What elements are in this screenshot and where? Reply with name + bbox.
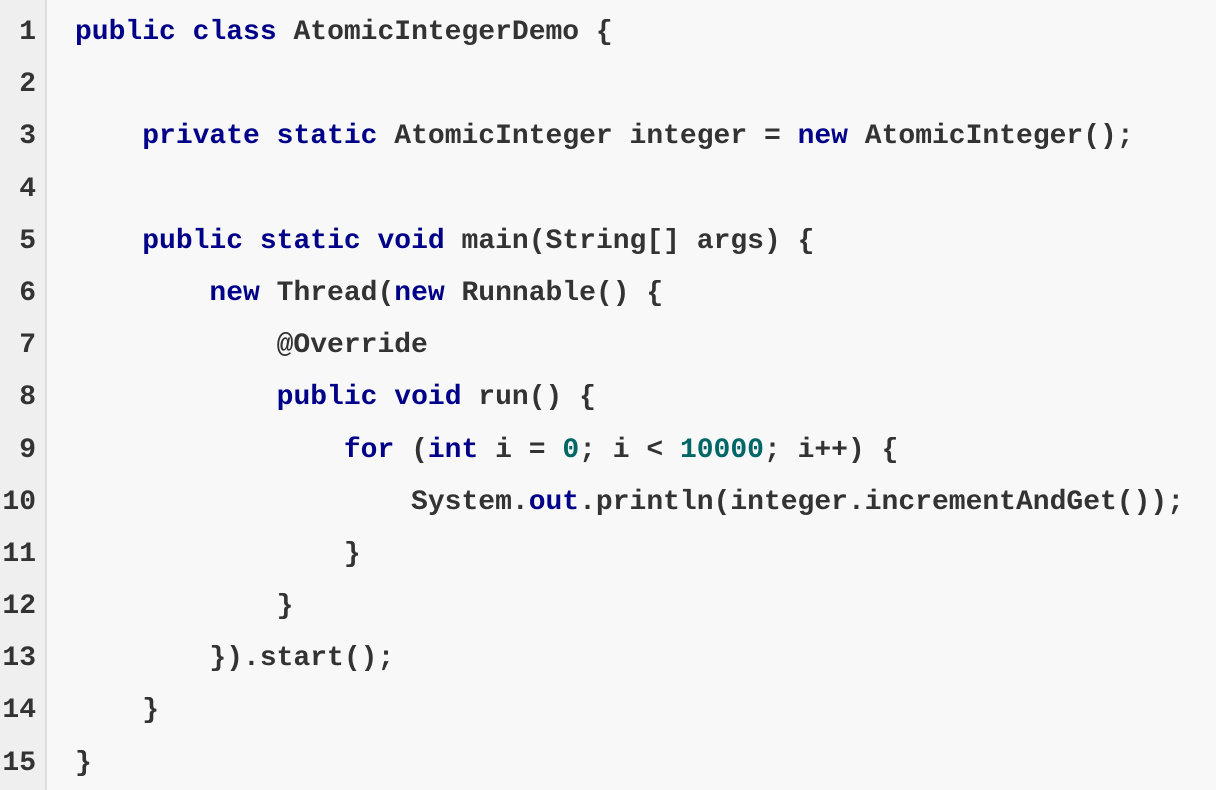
code-line: 15} <box>0 738 1216 790</box>
code-line: 2 <box>0 59 1216 111</box>
code-text: } <box>47 738 1216 790</box>
plain-token: Runnable() { <box>444 277 664 309</box>
plain-token: ; i < <box>579 434 680 466</box>
plain-token <box>176 17 193 48</box>
plain-token: AtomicInteger(); <box>847 121 1134 153</box>
code-line: 8 public void run() { <box>0 372 1216 424</box>
plain-token: run() { <box>461 382 596 414</box>
line-number: 4 <box>19 173 36 205</box>
plain-token <box>75 435 344 466</box>
code-line: 14 } <box>0 685 1216 737</box>
code-line: 7 @Override <box>0 320 1216 372</box>
code-text <box>47 164 1216 216</box>
number-token: 10000 <box>679 434 764 466</box>
plain-token <box>361 226 378 257</box>
plain-token: } <box>75 747 92 779</box>
code-text: for (int i = 0; i < 10000; i++) { <box>47 425 1216 477</box>
plain-token: AtomicInteger integer = <box>377 121 798 153</box>
plain-token: main(String[] args) { <box>444 225 815 257</box>
plain-token: }).start(); <box>75 643 395 675</box>
line-number: 14 <box>2 695 36 727</box>
code-text: new Thread(new Runnable() { <box>47 268 1216 320</box>
code-text: public void run() { <box>47 372 1216 424</box>
code-line: 9 for (int i = 0; i < 10000; i++) { <box>0 425 1216 477</box>
code-line: 6 new Thread(new Runnable() { <box>0 268 1216 320</box>
plain-token: ( <box>394 434 428 466</box>
keyword-token: int <box>427 434 479 466</box>
code-line: 5 public static void main(String[] args)… <box>0 216 1216 268</box>
keyword-token: public <box>75 17 176 48</box>
code-text: @Override <box>47 320 1216 372</box>
plain-token <box>260 121 277 152</box>
code-text: public class AtomicIntegerDemo { <box>47 7 1216 59</box>
keyword-token: static <box>276 121 378 153</box>
plain-token <box>75 382 277 413</box>
plain-token <box>75 278 209 309</box>
line-number: 10 <box>2 486 36 518</box>
line-number: 7 <box>19 330 36 362</box>
keyword-token: new <box>394 277 445 309</box>
keyword-token: for <box>343 434 395 466</box>
plain-token: } <box>75 538 361 570</box>
plain-token: ; i++) { <box>763 434 899 466</box>
code-text: private static AtomicInteger integer = n… <box>47 111 1216 163</box>
plain-token <box>377 382 394 413</box>
code-line: 10 System.out.println(integer.incrementA… <box>0 477 1216 529</box>
keyword-token: public <box>276 382 378 414</box>
plain-token: } <box>75 591 294 623</box>
plain-token <box>243 226 260 257</box>
line-number: 11 <box>2 538 36 570</box>
keyword-token: out <box>528 486 580 518</box>
line-number: 12 <box>2 591 36 623</box>
plain-token: Thread( <box>259 277 395 309</box>
keyword-token: new <box>209 277 260 309</box>
plain-token: } <box>75 695 160 727</box>
code-text: }).start(); <box>47 633 1216 685</box>
keyword-token: void <box>377 225 445 257</box>
plain-token <box>75 226 142 257</box>
line-number: 5 <box>19 225 36 257</box>
code-line: 4 <box>0 164 1216 216</box>
keyword-token: public <box>142 225 244 257</box>
code-text: } <box>47 685 1216 737</box>
code-line: 11 } <box>0 529 1216 581</box>
number-token: 0 <box>562 434 580 466</box>
code-line: 1 public class AtomicIntegerDemo { <box>0 7 1216 59</box>
keyword-token: class <box>192 17 277 48</box>
line-number: 3 <box>19 121 36 153</box>
line-number: 2 <box>19 69 36 101</box>
keyword-token: void <box>394 382 462 414</box>
line-number: 9 <box>19 434 36 466</box>
code-line: 13 }).start(); <box>0 633 1216 685</box>
line-number: 6 <box>19 277 36 309</box>
plain-token: @Override <box>75 330 428 362</box>
keyword-token: new <box>797 121 848 153</box>
code-line: 3 private static AtomicInteger integer =… <box>0 111 1216 163</box>
code-text: } <box>47 529 1216 581</box>
code-line: 12 } <box>0 581 1216 633</box>
keyword-token: static <box>259 225 361 257</box>
plain-token: AtomicIntegerDemo { <box>276 17 613 48</box>
line-number-gutter <box>0 0 47 790</box>
plain-token: i = <box>478 434 563 466</box>
code-text <box>47 59 1216 111</box>
line-number: 1 <box>19 17 36 48</box>
plain-token: System. <box>75 486 529 518</box>
line-number: 8 <box>19 382 36 414</box>
code-text: System.out.println(integer.incrementAndG… <box>47 477 1216 529</box>
plain-token: .println(integer.incrementAndGet()); <box>579 486 1185 518</box>
keyword-token: private <box>142 121 260 153</box>
code-text: } <box>47 581 1216 633</box>
line-number: 15 <box>2 747 36 779</box>
line-number: 13 <box>2 643 36 675</box>
code-text: public static void main(String[] args) { <box>47 216 1216 268</box>
plain-token <box>75 121 142 152</box>
